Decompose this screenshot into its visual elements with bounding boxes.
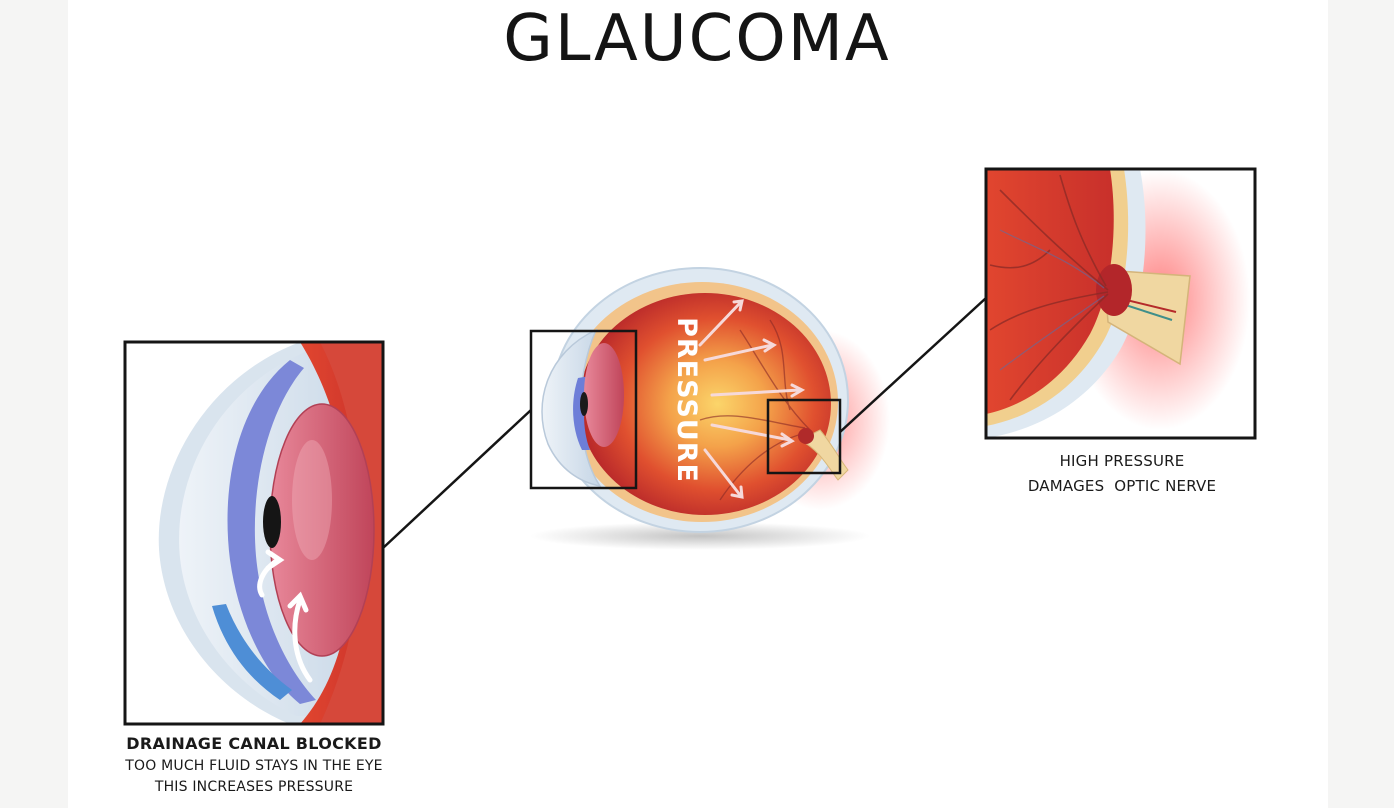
drainage-canal-zoom xyxy=(125,342,383,724)
right-connector-line xyxy=(839,297,987,433)
left-caption-heading: DRAINAGE CANAL BLOCKED xyxy=(126,734,382,753)
diagram-title: GLAUCOMA xyxy=(503,2,891,76)
left-connector-line xyxy=(382,409,532,549)
drainage-zoom-frame xyxy=(123,340,385,726)
optic-nerve-zoom xyxy=(986,169,1255,438)
page-margin-right xyxy=(1258,0,1328,808)
pressure-label: PRESSURE xyxy=(671,317,702,483)
nerve-callout-box xyxy=(766,398,842,475)
optic-nerve-zoom-frame xyxy=(984,167,1257,440)
eyeball-illustration: PRESSURE xyxy=(530,267,890,550)
right-caption-line2: DAMAGES OPTIC NERVE xyxy=(1027,477,1217,495)
left-caption-line1: TOO MUCH FLUID STAYS IN THE EYE xyxy=(125,758,383,774)
left-caption-line2: THIS INCREASES PRESSURE xyxy=(154,779,354,795)
right-caption: HIGH PRESSURE DAMAGES OPTIC NERVE xyxy=(990,449,1254,499)
right-caption-line1: HIGH PRESSURE xyxy=(1059,452,1185,470)
drainage-callout-box xyxy=(529,329,638,490)
left-caption: DRAINAGE CANAL BLOCKED TOO MUCH FLUID ST… xyxy=(112,734,396,798)
